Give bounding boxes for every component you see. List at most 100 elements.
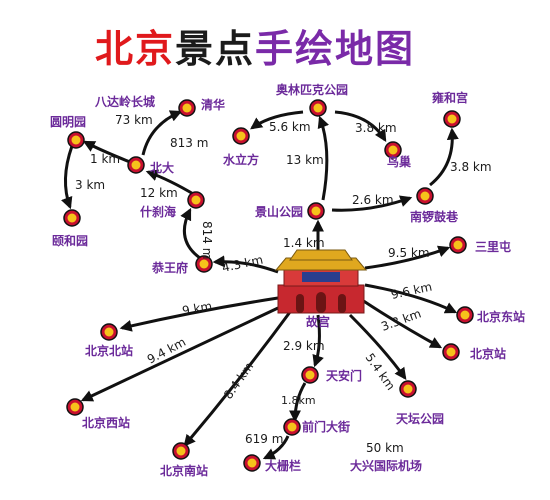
distance-nanluoguxiang-yonghegong: 3.8 km [450,160,492,174]
title-part-1: 北京 [95,27,176,71]
label-dashilan: 大栅栏 [265,458,301,473]
pin-shuilifang [232,127,250,145]
route-beida-qinghua [141,110,183,156]
label-gugong: 故宫 [306,314,330,329]
route-gugong-tiananmen [312,314,324,368]
label-daxing: 大兴国际机场 [350,458,422,473]
distance-gugong-beijingdongzhan: 9.6 km [390,280,434,302]
route-aolinpike-shuilifang [250,110,304,130]
label-shuilifang: 水立方 [223,152,259,167]
route-aolinpike-niaochao [334,110,387,143]
distance-gugong-sanlitun: 9.5 km [388,246,430,260]
label-niaochao: 鸟巢 [387,154,411,169]
route-gongwangfu-shichahai [180,207,201,260]
label-yiheyuan: 颐和园 [52,233,88,248]
route-gugong-gongwangfu [212,255,279,274]
route-gugong-beijingdongzhan [364,283,458,314]
distance-tiananmen-qianmen: 1.8km [281,394,316,407]
pin-qianmen [283,418,301,436]
label-aolinpike: 奥林匹克公园 [276,82,348,97]
distance-aolinpike-niaochao: 3.8 km [355,121,397,135]
distance-yuanmingyuan-beida: 1 km [90,152,120,166]
pin-tiananmen [301,366,319,384]
route-gugong-beijingzhan [361,298,443,349]
label-yuanmingyuan: 圆明园 [50,115,86,129]
distance-shichahai-gongwangfu: 814 m [200,221,214,259]
pin-sanlitun [449,236,467,254]
label-beijingzhan: 北京站 [470,346,506,361]
pin-dashilan [243,454,261,472]
label-nanluoguxiang: 南锣鼓巷 [410,209,459,224]
distance-gugong-tiananmen: 2.9 km [283,339,325,353]
distance-gugong-beijingnanzhan: 8.4 km [221,360,256,402]
label-tiantan: 天坛公园 [396,411,444,426]
label-jingshan: 景山公园 [255,204,303,219]
distance-gongwangfu-gugong: 4.3 km [221,253,265,275]
pin-qinghua [178,99,196,117]
route-gugong-beijingnanzhan [183,311,292,447]
route-shichahai-beida [145,169,196,197]
label-gongwangfu: 恭王府 [151,260,188,275]
pin-niaochao [384,141,402,159]
map-title: 北京景点手绘地图 [95,18,415,73]
route-beida-yuanmingyuan [82,140,131,164]
pin-yuanmingyuan [67,131,85,149]
distance-jingshan-nanluoguxiang: 2.6 km [352,193,394,207]
pin-gongwangfu [195,255,213,273]
route-yuanmingyuan-yiheyuan [61,145,74,210]
title-part-3: 手绘地图 [255,27,416,71]
pin-shichahai [187,191,205,209]
distance-beida-qinghua: 813 m [170,136,208,150]
distance-aolinpike-shuilifang: 5.6 km [269,120,311,134]
label-qianmen: 前门大街 [302,419,350,434]
distance-gugong-beijingzhan: 3.3 km [379,306,423,333]
label-sanlitun: 三里屯 [475,239,511,254]
pins [63,99,474,472]
label-badaling: 八达岭长城 [94,94,155,109]
route-tiananmen-qianmen [289,382,307,423]
label-beijingnanzhan: 北京南站 [160,463,208,478]
pin-beijingdongzhan [456,306,474,324]
pin-beijingbeizhan [100,323,118,341]
route-jingshan-nanluoguxiang [331,195,413,212]
route-qianmen-dashilan [262,435,290,460]
distance-daxing: 50 km [366,441,404,455]
pin-yonghegong [443,110,461,128]
route-gugong-sanlitun [364,245,451,270]
route-gugong-beijingbeizhan [119,296,279,332]
pin-nanluoguxiang [416,187,434,205]
label-shichahai: 什刹海 [140,204,176,219]
pin-tiantan [399,380,417,398]
label-qinghua: 清华 [201,97,225,112]
pin-yiheyuan [63,209,81,227]
pin-beijingnanzhan [172,442,190,460]
route-nanluoguxiang-yonghegong [429,127,459,187]
distance-gugong-jingshan: 1.4 km [283,236,325,250]
title-part-2: 景点 [175,27,256,71]
pin-jingshan [307,202,325,220]
distance-badaling: 73 km [115,113,153,127]
pin-beida [127,156,145,174]
label-beijingbeizhan: 北京北站 [85,343,133,358]
label-tiananmen: 天安门 [326,368,362,383]
route-gugong-tiantan [348,313,407,380]
label-beida: 北大 [150,160,174,175]
label-beijingxizhan: 北京西站 [82,415,130,430]
pin-beijingzhan [442,343,460,361]
label-beijingdongzhan: 北京东站 [477,309,525,324]
route-gugong-beijingxizhan [80,306,279,402]
distance-gugong-beijingbeizhan: 9 km [181,299,213,318]
place-labels: 八达岭长城 圆明园 清华 北大 颐和园 什刹海 恭王府 水立方 奥林匹克公园 鸟… [50,82,525,478]
distance-shichahai-beida: 12 km [140,186,178,200]
distance-jingshan-aolinpike: 13 km [286,153,324,167]
pin-beijingxizhan [66,398,84,416]
label-yonghegong: 雍和宫 [432,90,468,105]
route-jingshan-aolinpike [317,115,329,201]
gugong-palace-illustration [274,249,368,314]
routes [61,110,459,460]
distance-yuanmingyuan-yiheyuan: 3 km [75,178,105,192]
distance-qianmen-dashilan: 619 m [245,432,283,446]
distance-gugong-tiantan: 5.4 km [363,351,398,393]
pin-aolinpike [309,99,327,117]
